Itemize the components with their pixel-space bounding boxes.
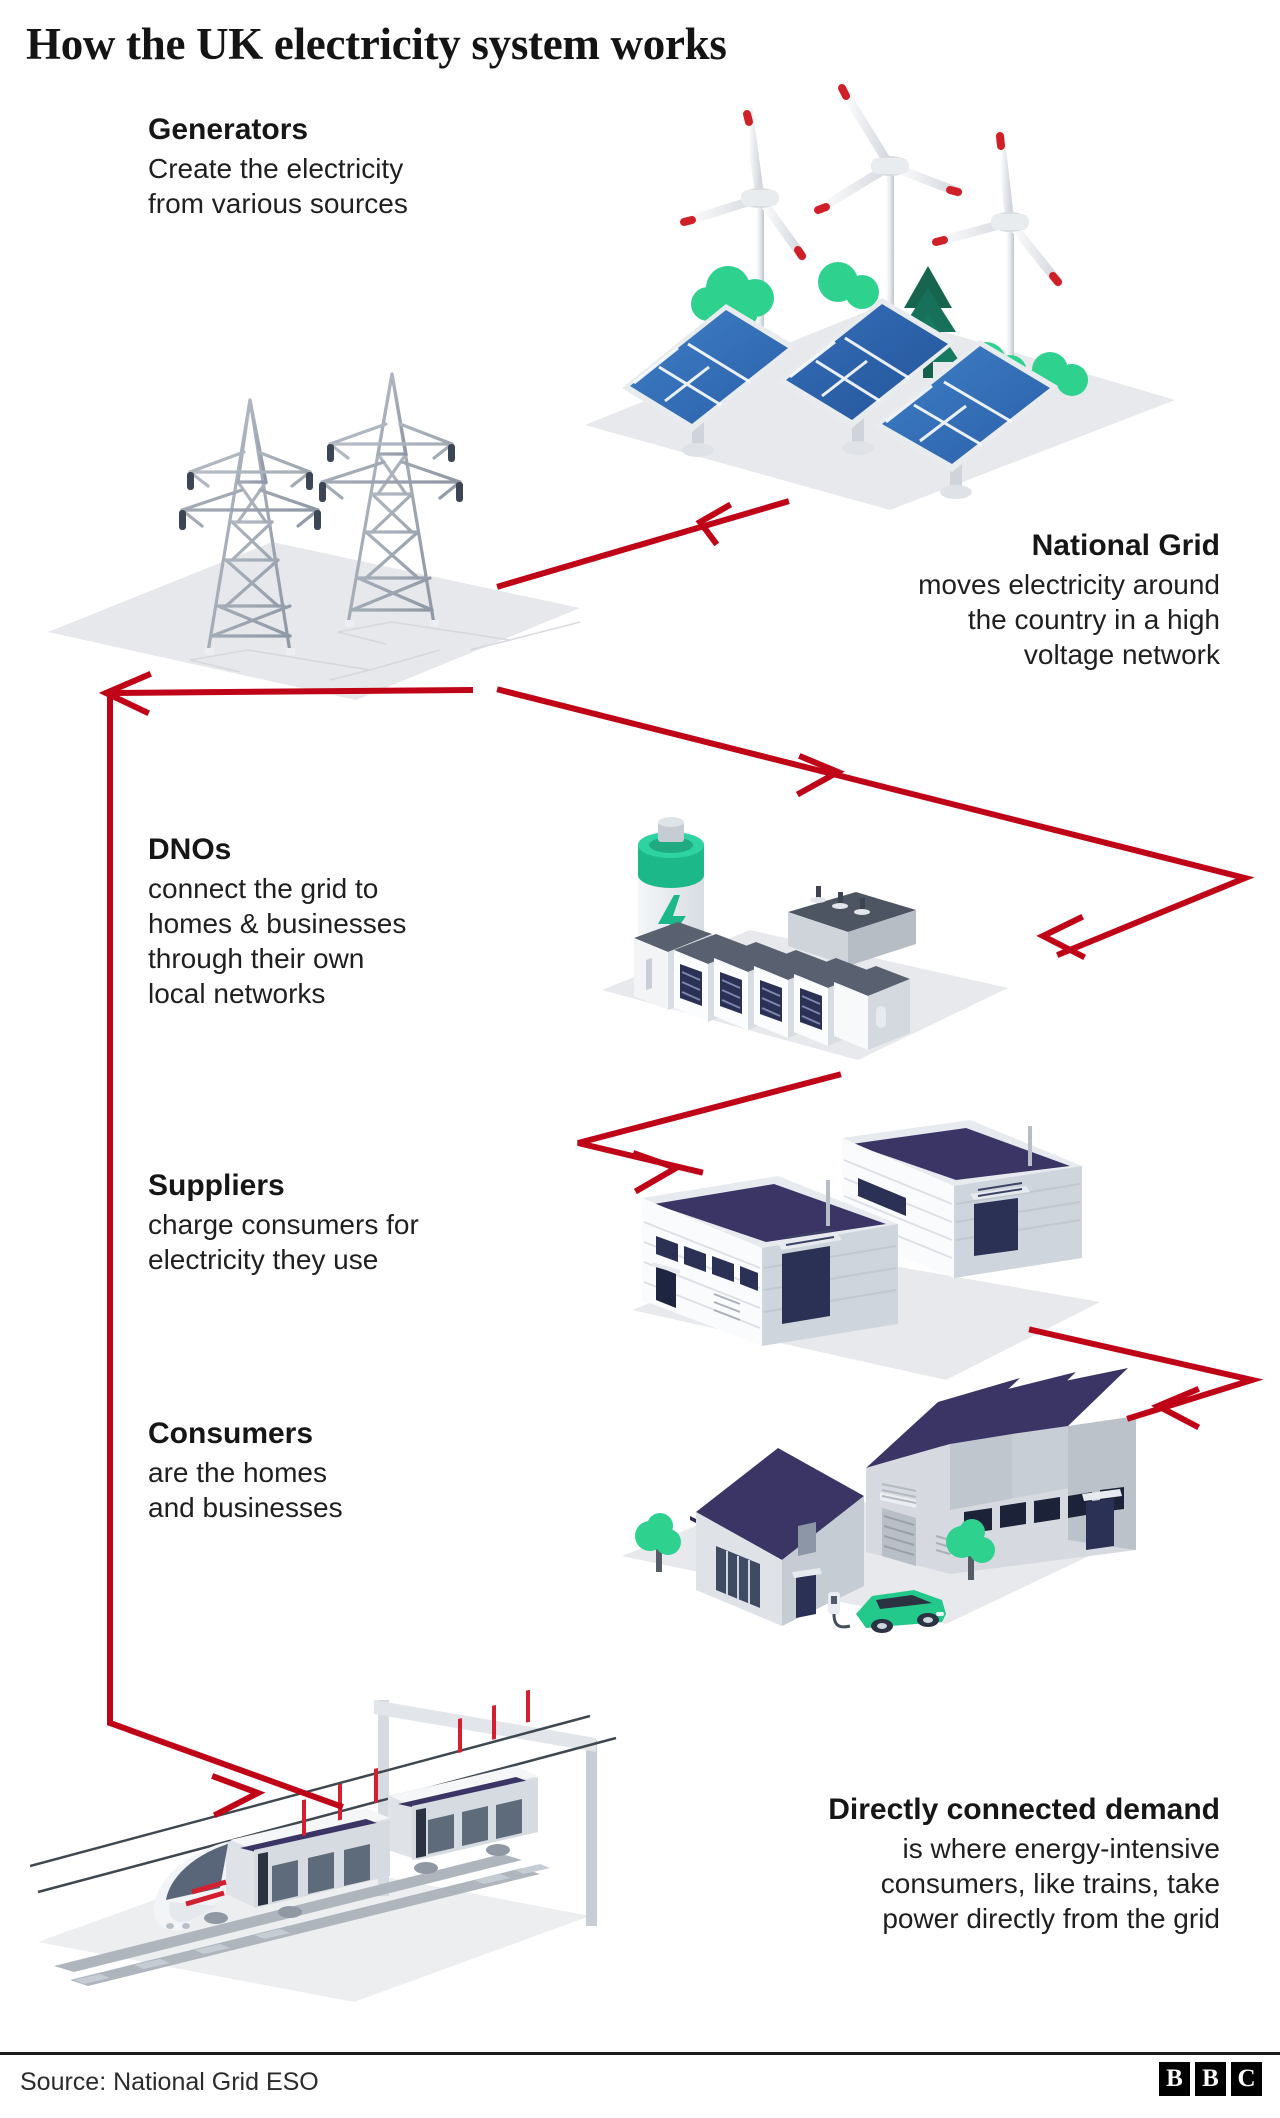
footer-divider xyxy=(0,2052,1280,2055)
block-directly-connected-demand: Directly connected demand is where energ… xyxy=(620,1792,1220,1936)
block-direct-demand-line-2: consumers, like trains, take xyxy=(880,1868,1220,1900)
block-suppliers: Suppliers charge consumers for electrici… xyxy=(148,1168,588,1277)
block-national-grid-line-1: moves electricity around xyxy=(918,569,1220,601)
block-national-grid-heading: National Grid xyxy=(1031,529,1220,562)
block-direct-demand-line-3: power directly from the grid xyxy=(882,1903,1220,1935)
block-generators: Generators Create the electricity from v… xyxy=(148,112,548,221)
page-title: How the UK electricity system works xyxy=(26,19,727,69)
block-dnos-heading: DNOs xyxy=(148,833,232,866)
block-consumers: Consumers are the homes and businesses xyxy=(148,1416,548,1525)
block-dnos-line-2: homes & businesses xyxy=(148,908,407,940)
block-consumers-line-2: and businesses xyxy=(148,1492,343,1524)
block-direct-demand-heading: Directly connected demand xyxy=(828,1793,1220,1826)
block-dnos-line-1: connect the grid to xyxy=(148,873,379,905)
bbc-logo-letter-1: B xyxy=(1159,2062,1190,2096)
block-consumers-line-1: are the homes xyxy=(148,1457,327,1489)
block-direct-demand-line-1: is where energy-intensive xyxy=(902,1833,1221,1865)
block-national-grid-line-2: the country in a high xyxy=(967,604,1220,636)
block-suppliers-heading: Suppliers xyxy=(148,1169,285,1202)
block-generators-line-1: Create the electricity xyxy=(148,153,404,185)
source-credit: Source: National Grid ESO xyxy=(20,2068,319,2096)
block-dnos-line-3: through their own xyxy=(148,943,365,975)
bbc-logo-letter-2: B xyxy=(1195,2062,1226,2096)
block-suppliers-line-1: charge consumers for xyxy=(148,1209,419,1241)
block-national-grid: National Grid moves electricity around t… xyxy=(660,528,1220,672)
block-national-grid-line-3: voltage network xyxy=(1023,639,1220,671)
block-dnos-line-4: local networks xyxy=(148,978,326,1010)
block-generators-line-2: from various sources xyxy=(148,188,408,220)
bbc-logo-letter-3: C xyxy=(1231,2062,1262,2096)
block-consumers-heading: Consumers xyxy=(148,1417,314,1450)
bbc-logo: B B C xyxy=(1159,2062,1262,2096)
block-dnos: DNOs connect the grid to homes & busines… xyxy=(148,832,568,1011)
block-generators-heading: Generators xyxy=(148,113,309,146)
block-suppliers-line-2: electricity they use xyxy=(148,1244,379,1276)
